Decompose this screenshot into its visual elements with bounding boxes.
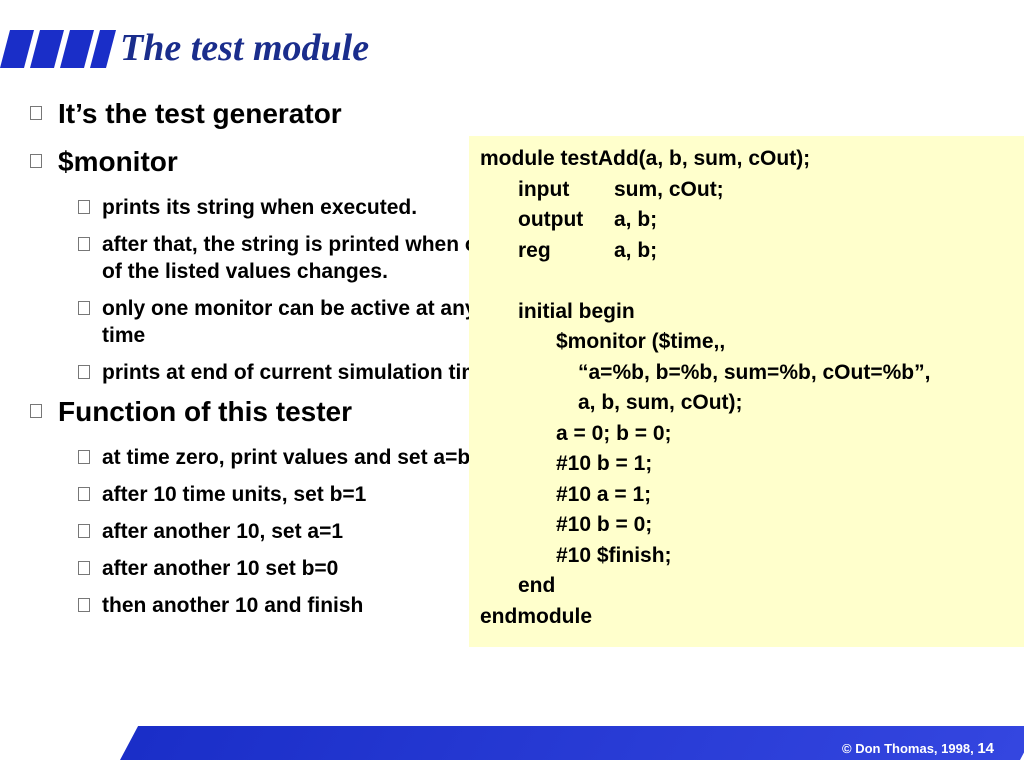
bullet-text: then another 10 and finish	[102, 594, 364, 617]
code-text: #10 b = 1;	[556, 452, 653, 475]
bullet-text: only one monitor can be active at any ti…	[102, 297, 477, 347]
code-text: module testAdd(a, b, sum, cOut);	[480, 147, 811, 170]
bullet-marker-icon	[78, 524, 90, 538]
code-text: input	[518, 177, 570, 201]
code-line: endmodule	[480, 602, 1024, 633]
sub-bullet-item: after 10 time units, set b=1	[30, 481, 510, 508]
bullet-marker-icon	[78, 365, 90, 379]
code-line: output a, b;	[480, 205, 1024, 236]
sub-bullet-item: after that, the string is printed when o…	[30, 231, 510, 285]
bullet-marker-icon	[78, 301, 90, 315]
slide-title: The test module	[120, 27, 370, 69]
code-text: “a=%b, b=%b, sum=%b, cOut=%b”,	[578, 360, 931, 384]
code-line: #10 a = 1;	[480, 480, 1024, 511]
code-line	[480, 266, 1024, 297]
bullet-text: $monitor	[58, 146, 178, 177]
code-text: end	[518, 574, 556, 597]
bullet-list: It’s the test generator $monitor prints it…	[30, 98, 510, 629]
code-arg: a, b;	[614, 208, 658, 231]
bullet-text: It’s the test generator	[58, 98, 342, 129]
code-text: #10 b = 0;	[556, 513, 653, 536]
code-listing: module testAdd(a, b, sum, cOut); input sum…	[480, 144, 1024, 632]
code-line: “a=%b, b=%b, sum=%b, cOut=%b”,	[480, 358, 1024, 389]
code-box: module testAdd(a, b, sum, cOut); input sum…	[469, 136, 1024, 647]
code-text: #10 a = 1;	[556, 482, 652, 506]
bullet-item: $monitor	[30, 146, 510, 178]
bullet-text: after 10 time units, set b=1	[102, 483, 367, 506]
code-text: a = 0; b = 0;	[556, 421, 672, 445]
bullet-marker-icon	[78, 237, 90, 251]
code-arg: sum, cOut;	[614, 177, 724, 201]
bullet-item: It’s the test generator	[30, 98, 510, 130]
code-text: $monitor ($time,,	[556, 330, 726, 353]
bullet-marker-icon	[78, 598, 90, 612]
code-text: output	[518, 208, 584, 231]
bullet-item: Function of this tester	[30, 396, 510, 428]
code-text: #10 $finish;	[556, 543, 672, 567]
bullet-text: Function of this tester	[58, 396, 352, 427]
bullet-marker-icon	[78, 487, 90, 501]
bullet-marker-icon	[78, 450, 90, 464]
code-arg: a, b;	[614, 238, 658, 262]
bullet-text: prints its string when executed.	[102, 196, 418, 219]
bullet-text: after another 10, set a=1	[102, 520, 344, 543]
code-line: #10 $finish;	[480, 541, 1024, 572]
bullet-marker-icon	[30, 404, 42, 418]
code-line: #10 b = 1;	[480, 449, 1024, 480]
code-line: module testAdd(a, b, sum, cOut);	[480, 144, 1024, 175]
copyright-text: © Don Thomas, 1998,	[842, 741, 974, 756]
logo-stripes-icon	[0, 30, 116, 68]
page-number: 14	[977, 740, 994, 757]
sub-bullet-item: prints at end of current simulation time	[30, 359, 510, 386]
code-line: #10 b = 0;	[480, 510, 1024, 541]
sub-bullet-item: only one monitor can be active at any ti…	[30, 295, 510, 349]
bullet-marker-icon	[30, 154, 42, 168]
code-line: reg a, b;	[480, 236, 1024, 267]
bullet-marker-icon	[30, 106, 42, 120]
code-text: a, b, sum, cOut);	[578, 391, 743, 414]
sub-bullet-item: after another 10 set b=0	[30, 555, 510, 582]
bullet-marker-icon	[78, 200, 90, 214]
bullet-text: after that, the string is printed when o…	[102, 233, 503, 283]
bullet-text: after another 10 set b=0	[102, 557, 339, 580]
sub-bullet-item: at time zero, print values and set a=b=0	[30, 444, 510, 471]
code-line: input sum, cOut;	[480, 175, 1024, 206]
sub-bullet-item: then another 10 and finish	[30, 592, 510, 619]
code-text: endmodule	[480, 604, 593, 628]
code-line: a = 0; b = 0;	[480, 419, 1024, 450]
bullet-marker-icon	[78, 561, 90, 575]
code-line: $monitor ($time,,	[480, 327, 1024, 358]
code-line: a, b, sum, cOut);	[480, 388, 1024, 419]
code-text: initial begin	[518, 299, 635, 323]
sub-bullet-item: prints its string when executed.	[30, 194, 510, 221]
footer-text: © Don Thomas, 1998, 14	[842, 740, 994, 757]
code-line: initial begin	[480, 297, 1024, 328]
code-text: reg	[518, 238, 551, 262]
code-line: end	[480, 571, 1024, 602]
bullet-text: at time zero, print values and set a=b=0	[102, 446, 495, 469]
bullet-text: prints at end of current simulation time	[102, 361, 492, 384]
sub-bullet-item: after another 10, set a=1	[30, 518, 510, 545]
